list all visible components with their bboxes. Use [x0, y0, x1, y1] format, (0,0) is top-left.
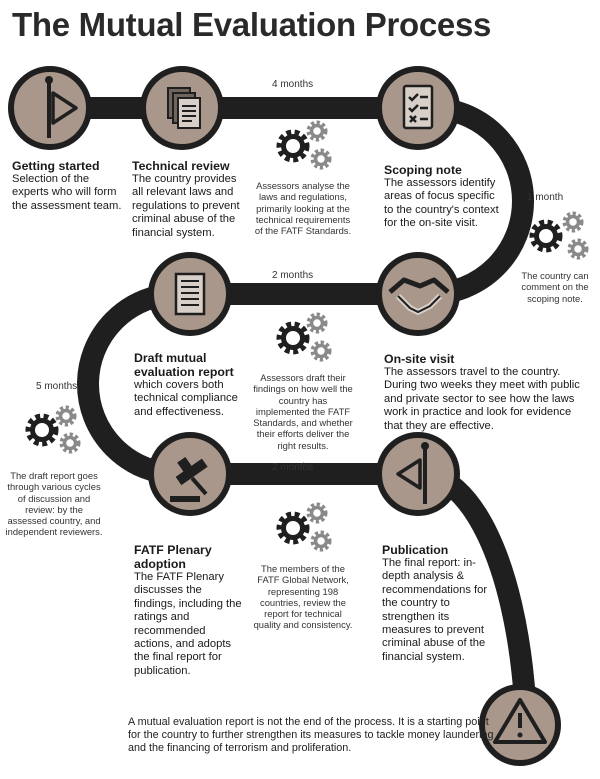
- duration-label: 2 months: [272, 270, 314, 281]
- step-body: which covers both technical compliance a…: [134, 379, 238, 418]
- step-body: The country provides all relevant laws a…: [132, 173, 240, 239]
- step-plenary: FATF Plenary adoption The FATF Plenary d…: [134, 543, 246, 678]
- warning-icon: [493, 698, 547, 744]
- step-body: The FATF Plenary discusses the findings,…: [134, 571, 242, 677]
- gears-icon: [29, 408, 78, 451]
- step-title: Draft mutual evaluation report: [134, 351, 234, 379]
- step-body: The assessors travel to the country. Dur…: [384, 366, 580, 432]
- technical-review-node: [140, 66, 224, 150]
- checklist-icon: [402, 84, 434, 130]
- gears-icon: [280, 505, 329, 549]
- note-text: Assessors analyse the laws and regulatio…: [254, 180, 352, 237]
- duration-label: 2 months: [272, 462, 314, 473]
- step-publication: Publication The final report: in-depth a…: [382, 543, 498, 664]
- gavel-icon: [170, 456, 208, 502]
- gears-icon: [280, 123, 329, 167]
- step-title: Technical review: [132, 159, 230, 173]
- step-body: The final report: in-depth analysis & re…: [382, 557, 488, 663]
- scoping-note-node: [376, 66, 460, 150]
- step-body: Selection of the experts who will form t…: [12, 173, 122, 212]
- step-on-site-visit: On-site visit The assessors travel to th…: [384, 352, 584, 433]
- step-title: FATF Plenary adoption: [134, 543, 212, 571]
- draft-report-node: [148, 252, 232, 336]
- play-flag-icon: [45, 76, 78, 138]
- note-text: The country can comment on the scoping n…: [521, 270, 589, 304]
- step-body: The assessors identify areas of focus sp…: [384, 177, 499, 230]
- duration-label: 4 months: [272, 79, 314, 90]
- gears-icon: [280, 315, 329, 359]
- note-text: The members of the FATF Global Network, …: [253, 563, 353, 631]
- publication-node: [376, 432, 460, 516]
- handshake-icon: [388, 277, 450, 315]
- flag-icon: [396, 442, 429, 504]
- end-node: [479, 684, 561, 766]
- step-getting-started: Getting started Selection of the experts…: [12, 159, 124, 213]
- footer-note: A mutual evaluation report is not the en…: [128, 716, 494, 754]
- plenary-node: [148, 432, 232, 516]
- step-scoping-note: Scoping note The assessors identify area…: [384, 163, 502, 231]
- documents-icon: [167, 87, 201, 129]
- gears-icon: [533, 214, 586, 257]
- page-title: The Mutual Evaluation Process: [12, 6, 492, 43]
- step-title: Getting started: [12, 159, 100, 173]
- step-title: Publication: [382, 543, 449, 557]
- duration-label: 5 months: [36, 381, 78, 392]
- on-site-visit-node: [376, 252, 460, 336]
- note-text: The draft report goes through various cy…: [5, 470, 103, 538]
- step-draft-report: Draft mutual evaluation report which cov…: [134, 351, 246, 419]
- step-title: Scoping note: [384, 163, 462, 177]
- getting-started-node: [8, 66, 92, 150]
- duration-label: 1 month: [527, 192, 564, 203]
- report-icon: [174, 272, 206, 316]
- note-text: Assessors draft their findings on how we…: [253, 372, 353, 451]
- step-technical-review: Technical review The country provides al…: [132, 159, 250, 240]
- step-title: On-site visit: [384, 352, 455, 366]
